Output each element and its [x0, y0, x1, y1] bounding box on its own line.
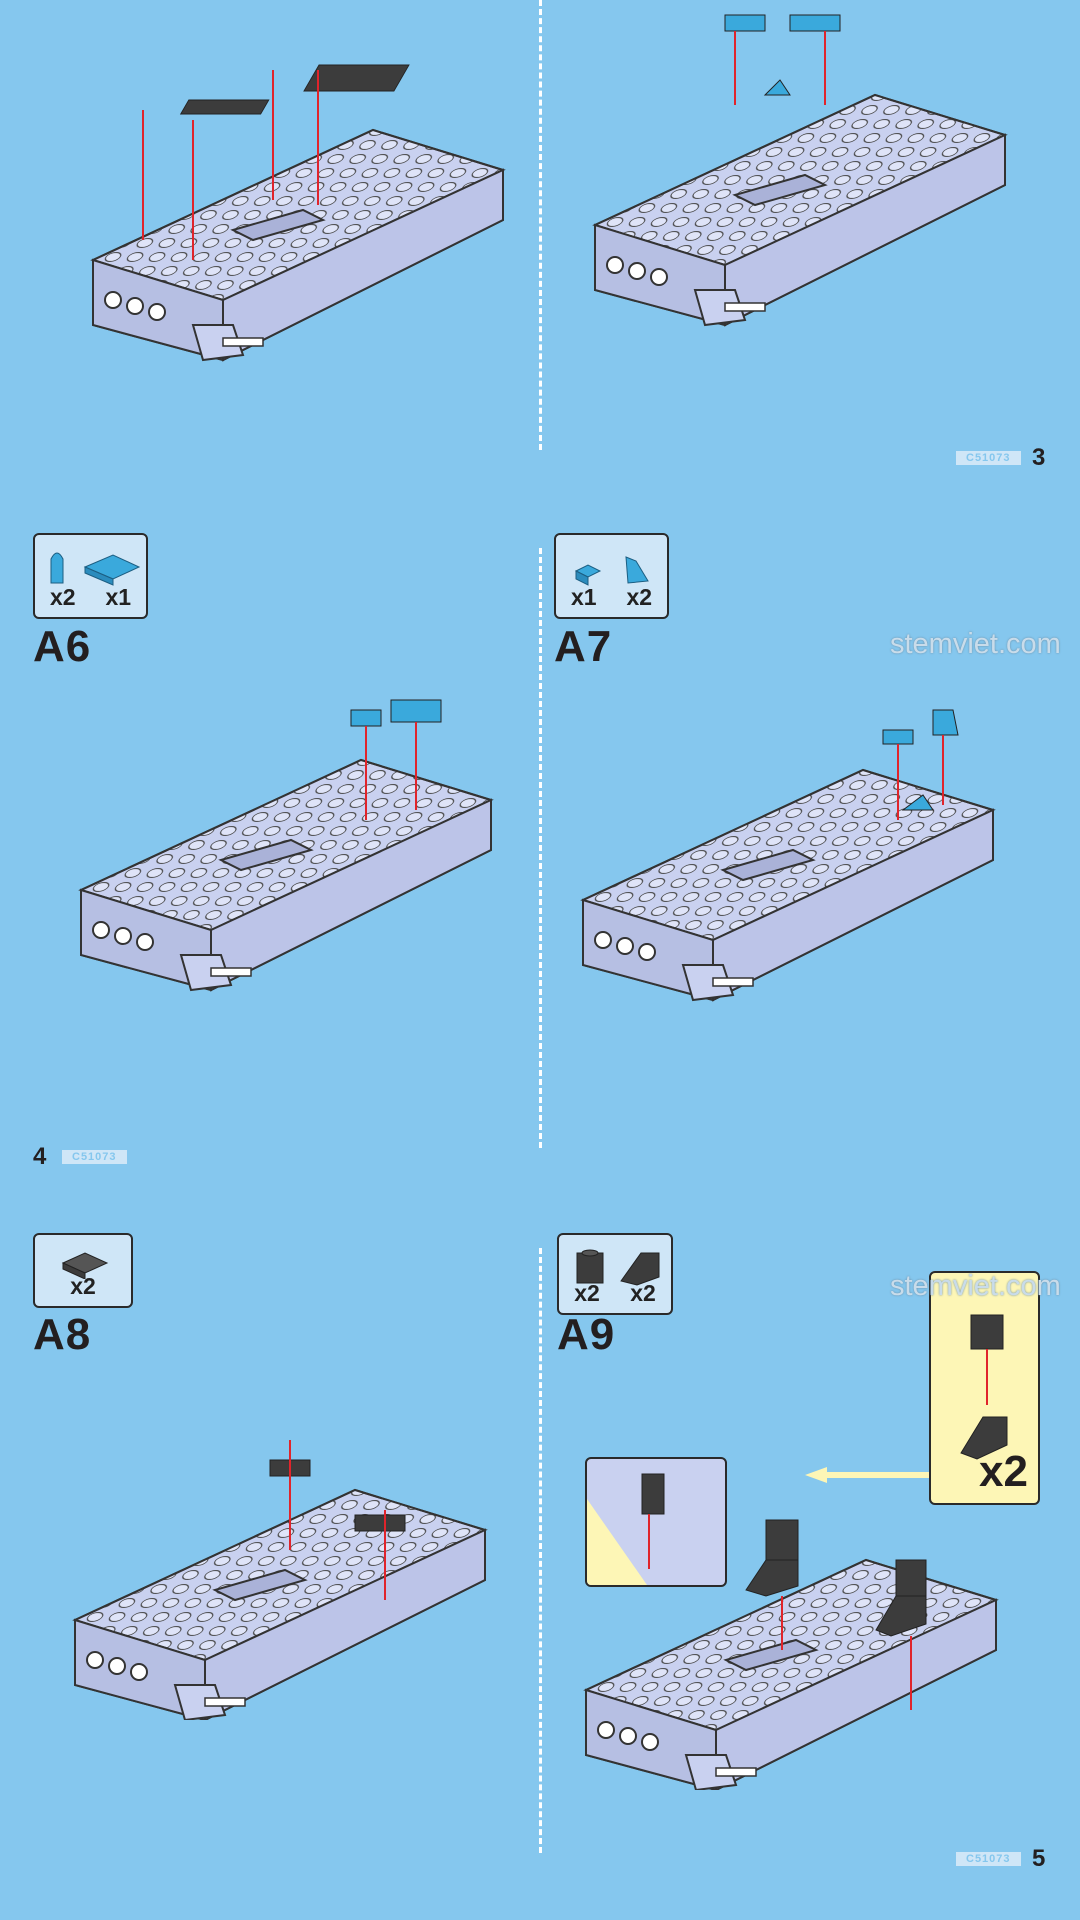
- model-step-a8: [74, 1440, 486, 1720]
- page-divider: [539, 1248, 542, 1853]
- model-step-a5: [594, 14, 1006, 326]
- part-count: x2: [626, 584, 653, 610]
- part-count: x2: [70, 1273, 96, 1299]
- product-code: C51073: [956, 451, 1021, 465]
- model-step-a7: [582, 709, 994, 1001]
- part-icons: [574, 556, 649, 586]
- part-icons: [576, 1249, 660, 1286]
- parts-box-a9: x2 x2: [557, 1233, 673, 1315]
- model-step-a4: [92, 64, 504, 361]
- detail-inset-diagram: [587, 1473, 665, 1585]
- callout-count: x2: [979, 1447, 1028, 1496]
- parts-box-a7: x1 x2: [554, 533, 669, 619]
- part-count: x1: [570, 584, 597, 610]
- page-number: 4: [33, 1143, 47, 1170]
- step-label: A7: [554, 622, 613, 671]
- model-step-a6: [80, 699, 492, 991]
- parts-box-a8: x2: [33, 1233, 133, 1308]
- part-count: x2: [574, 1280, 600, 1306]
- watermark: stemviet.com: [890, 628, 1061, 660]
- step-label: A6: [33, 622, 92, 671]
- page-number: 3: [1032, 444, 1046, 471]
- part-count: x1: [105, 584, 132, 610]
- parts-box-a6: x2 x1: [33, 533, 148, 619]
- product-code: C51073: [62, 1150, 127, 1164]
- callout-arrow: [805, 1467, 931, 1483]
- sub-assembly-callout: x2: [929, 1271, 1040, 1505]
- part-count: x2: [630, 1280, 656, 1306]
- step-label: A9: [557, 1310, 616, 1359]
- page-divider: [539, 548, 542, 1148]
- part-count: x2: [49, 584, 76, 610]
- detail-inset: [585, 1457, 727, 1587]
- step-label: A8: [33, 1310, 92, 1359]
- model-step-a9: [585, 1519, 997, 1790]
- sub-assembly-diagram: [960, 1314, 1008, 1460]
- page-number: 5: [1032, 1845, 1046, 1872]
- part-icons: [50, 552, 141, 586]
- product-code: C51073: [956, 1852, 1021, 1866]
- watermark: stemviet.com: [890, 1270, 1061, 1302]
- page-divider: [539, 0, 542, 450]
- part-icons: [61, 1252, 109, 1279]
